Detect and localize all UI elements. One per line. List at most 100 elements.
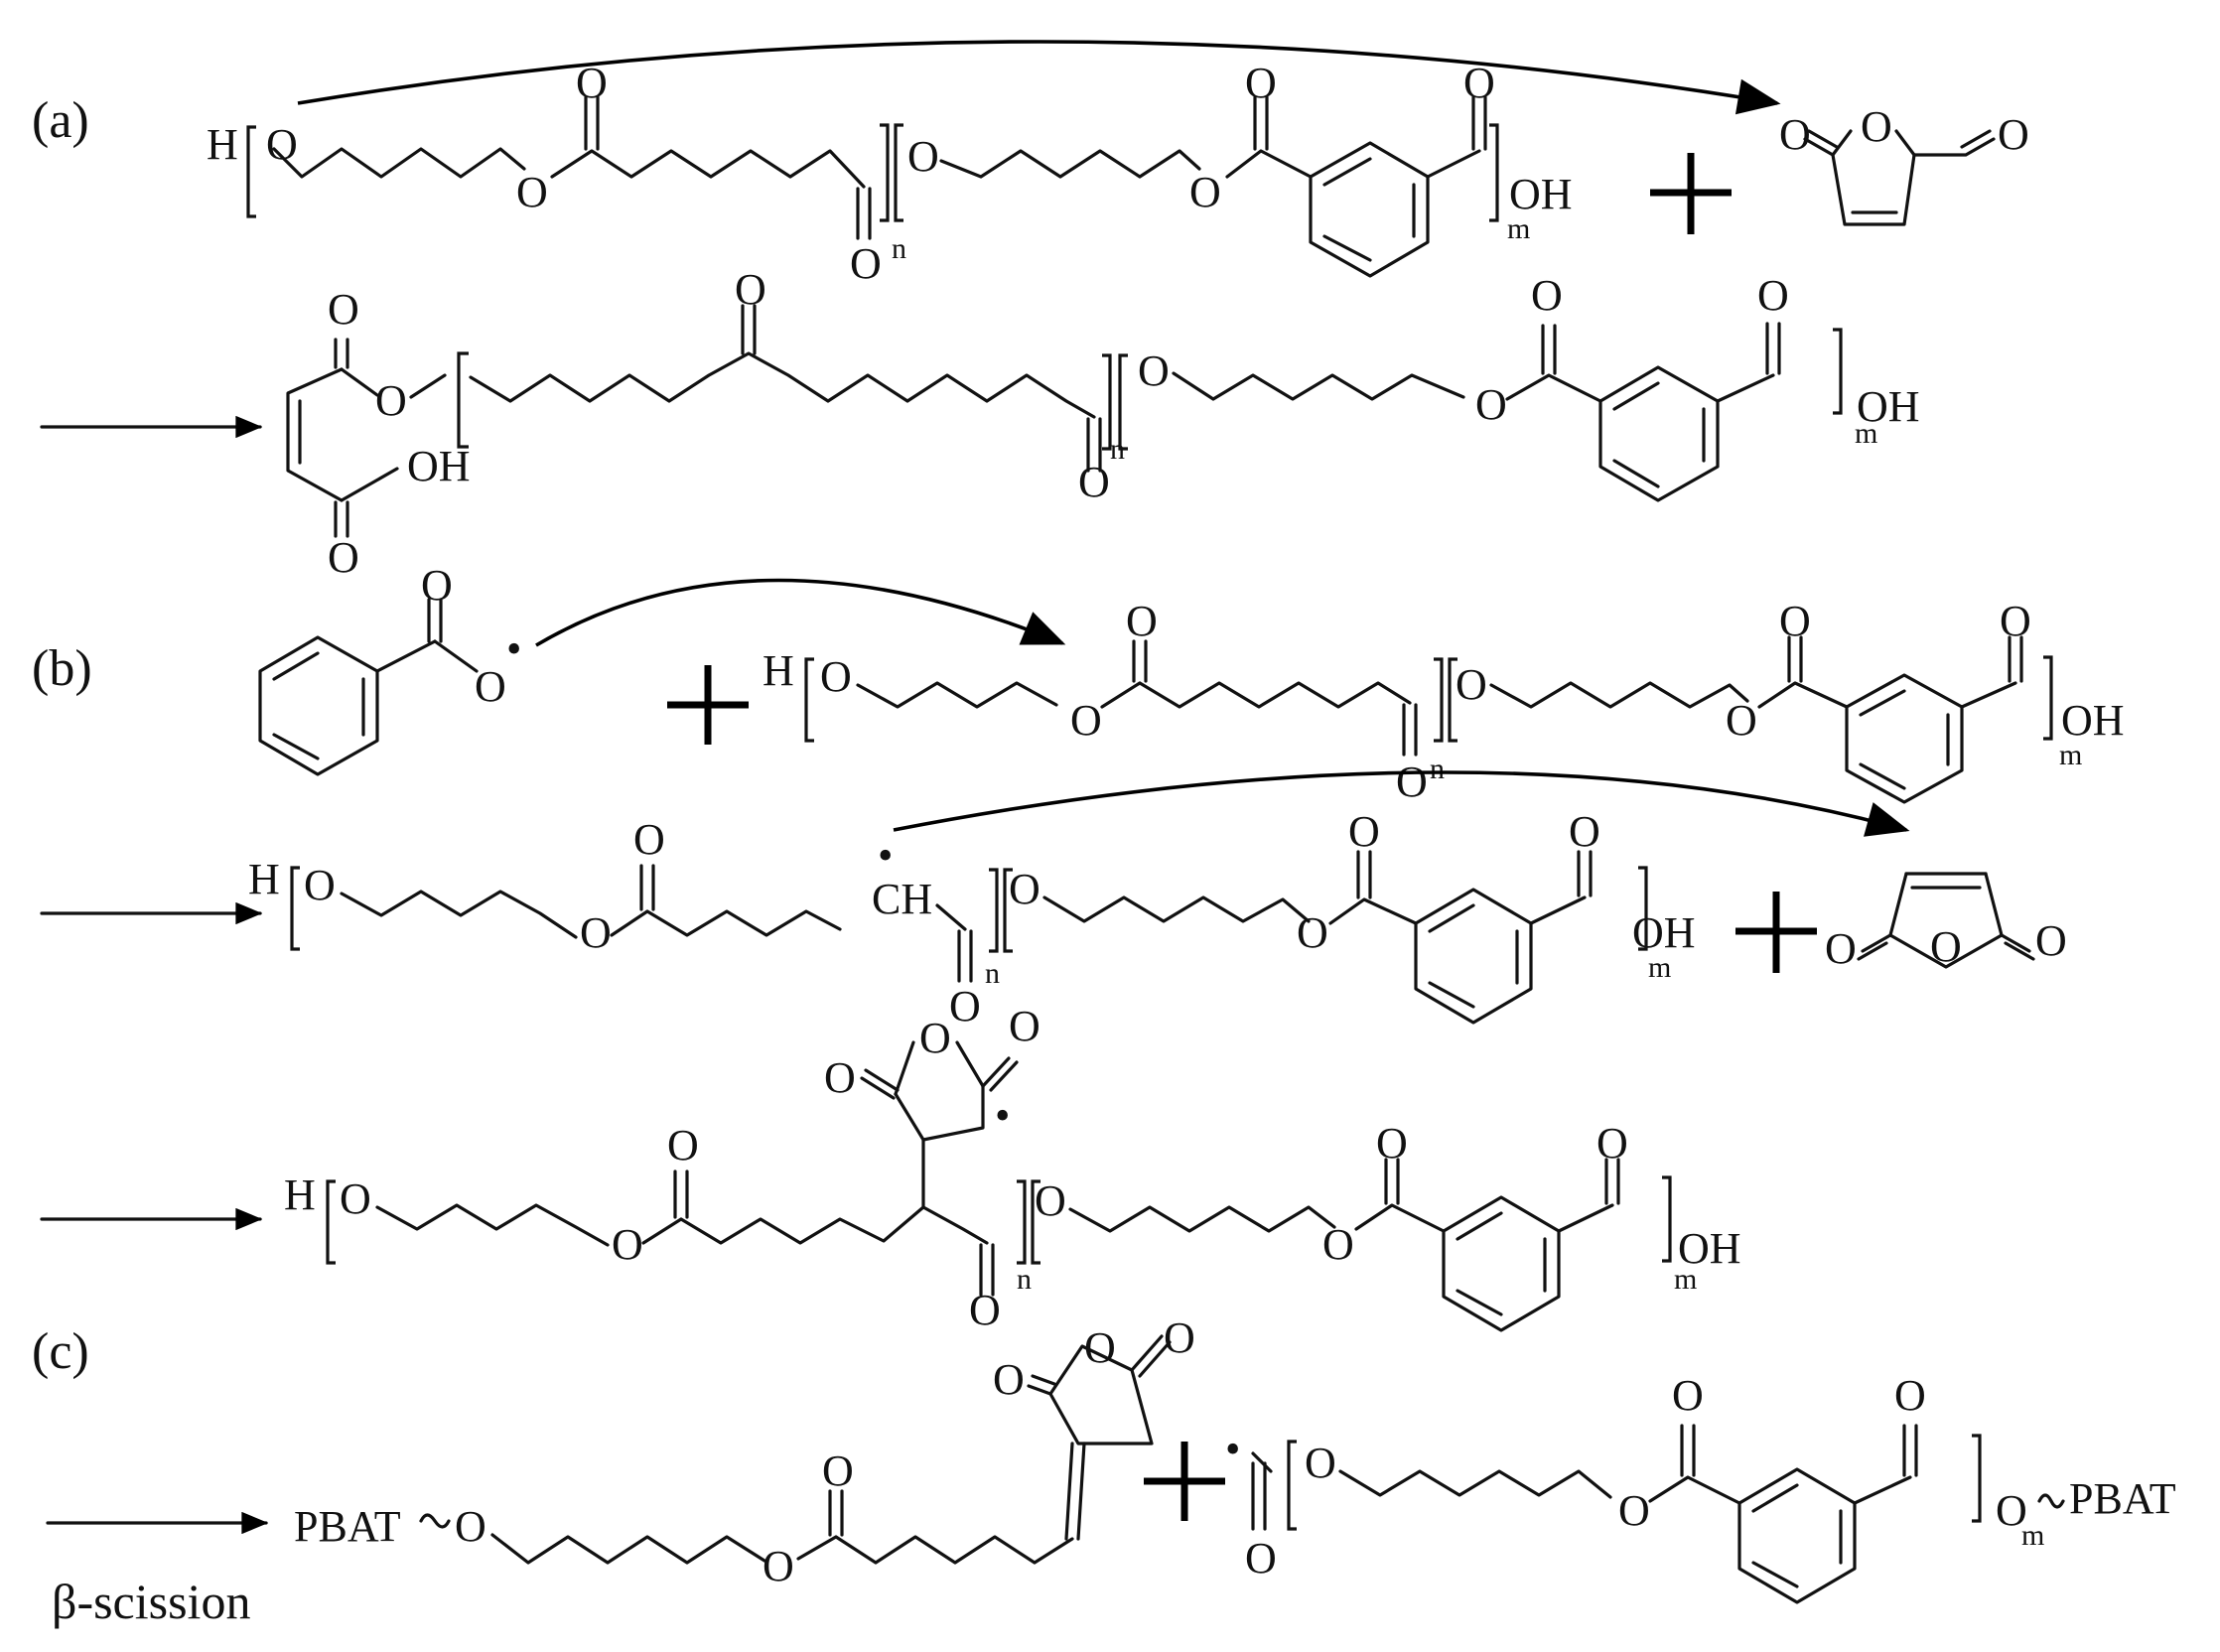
- svg-text:m: m: [1648, 951, 1671, 984]
- svg-text:O: O: [824, 1053, 856, 1102]
- svg-text:O: O: [2035, 916, 2067, 965]
- maleic-anhydride-1: O O O: [1779, 102, 2029, 226]
- row6-scission-product-2: O O O O O O m PBAT: [1245, 1371, 2176, 1604]
- plus-sign-2: [667, 665, 749, 745]
- row5-grafted-radical: O O O • H O O O O n O O O O OH m: [284, 1002, 1741, 1334]
- svg-text:H: H: [248, 855, 280, 903]
- panel-label-a: (a): [32, 92, 89, 149]
- svg-text:O: O: [580, 908, 612, 957]
- svg-text:PBAT: PBAT: [2069, 1474, 2176, 1523]
- svg-text:O: O: [850, 239, 882, 288]
- svg-text:O: O: [633, 815, 665, 864]
- svg-text:O: O: [375, 376, 407, 425]
- plus-sign-1: [1650, 153, 1732, 234]
- svg-text:O: O: [1035, 1176, 1066, 1225]
- svg-text:O: O: [304, 861, 336, 909]
- svg-text:OH: OH: [1632, 908, 1696, 957]
- svg-text:OH: OH: [1509, 170, 1573, 218]
- svg-text:H: H: [207, 120, 238, 169]
- beta-scission-label: β-scission: [52, 1574, 250, 1629]
- svg-text:O: O: [822, 1446, 854, 1495]
- svg-text:O: O: [340, 1174, 371, 1223]
- svg-text:n: n: [1017, 1263, 1032, 1296]
- svg-text:O: O: [1297, 908, 1328, 957]
- svg-text:O: O: [1463, 59, 1495, 107]
- svg-text:O: O: [993, 1355, 1025, 1404]
- svg-text:O: O: [1930, 922, 1962, 971]
- svg-text:O: O: [1596, 1119, 1628, 1168]
- svg-text:O: O: [1475, 380, 1507, 429]
- svg-text:O: O: [1825, 924, 1857, 973]
- svg-text:O: O: [1861, 102, 1892, 151]
- svg-text:m: m: [2021, 1519, 2044, 1552]
- panel-label-b: (b): [32, 640, 92, 697]
- svg-text:O: O: [1376, 1119, 1408, 1168]
- svg-text:O: O: [1996, 1486, 2027, 1535]
- svg-text:O: O: [1998, 110, 2029, 159]
- svg-text:O: O: [1138, 346, 1170, 395]
- svg-text:O: O: [1726, 696, 1757, 745]
- benzoyloxy-radical: O O •: [258, 561, 521, 776]
- svg-text:O: O: [1126, 597, 1158, 645]
- plus-sign-4: [1144, 1442, 1225, 1521]
- svg-text:H: H: [284, 1170, 316, 1219]
- svg-text:O: O: [949, 982, 981, 1031]
- svg-text:O: O: [820, 652, 852, 701]
- row3-pbat-chain: H O O O O n O O O O OH m: [763, 597, 2125, 806]
- svg-text:O: O: [1245, 59, 1277, 107]
- svg-text:CH: CH: [872, 875, 932, 923]
- svg-text:O: O: [1084, 1323, 1116, 1372]
- row4-radical-chain: H O O O • CH O n O O O O OH m: [248, 807, 1696, 1031]
- svg-text:O: O: [1618, 1486, 1650, 1535]
- plus-sign-3: [1735, 892, 1817, 973]
- panel-label-c: (c): [32, 1323, 89, 1380]
- svg-text:O: O: [1779, 110, 1811, 159]
- svg-text:O: O: [907, 132, 939, 181]
- svg-text:O: O: [1009, 1002, 1041, 1050]
- svg-text:O: O: [1569, 807, 1600, 856]
- svg-text:O: O: [1322, 1220, 1354, 1269]
- svg-text:O: O: [1894, 1371, 1926, 1420]
- svg-text:O: O: [1078, 458, 1110, 506]
- svg-text:O: O: [2000, 597, 2031, 645]
- arrow-curve-3: [893, 770, 1910, 837]
- svg-text:OH: OH: [1678, 1224, 1741, 1273]
- svg-text:O: O: [1189, 168, 1221, 216]
- svg-text:O: O: [1009, 865, 1041, 913]
- row2-maleic-grafted-chain: O O OH O O O n O O O O OH m: [286, 265, 1920, 582]
- svg-text:n: n: [892, 232, 906, 265]
- svg-text:O: O: [516, 168, 548, 216]
- svg-text:O: O: [763, 1542, 794, 1590]
- svg-text:OH: OH: [2061, 696, 2125, 745]
- svg-text:O: O: [1164, 1313, 1195, 1362]
- svg-text:•: •: [506, 624, 521, 673]
- svg-text:n: n: [985, 957, 1000, 990]
- svg-text:PBAT: PBAT: [294, 1502, 401, 1551]
- svg-text:OH: OH: [407, 442, 471, 490]
- svg-text:H: H: [763, 646, 794, 695]
- svg-text:m: m: [1507, 212, 1530, 245]
- row6-scission-product-1: PBAT O O O O O O: [294, 1313, 1195, 1590]
- svg-text:O: O: [1348, 807, 1380, 856]
- svg-text:O: O: [1245, 1534, 1277, 1583]
- svg-text:O: O: [328, 285, 359, 334]
- svg-text:•: •: [995, 1091, 1010, 1140]
- arrow-curve-2: [535, 578, 1066, 647]
- svg-text:O: O: [1456, 660, 1487, 709]
- svg-text:O: O: [475, 662, 506, 711]
- svg-text:O: O: [919, 1014, 951, 1062]
- svg-text:n: n: [1430, 753, 1445, 785]
- svg-text:OH: OH: [1857, 382, 1920, 431]
- svg-text:O: O: [421, 561, 453, 610]
- svg-text:m: m: [2059, 739, 2082, 771]
- radical-dot-acyl: •: [1225, 1425, 1240, 1473]
- svg-text:O: O: [735, 265, 766, 314]
- row1-pbat-chain: H O O O O n O O O O OH m: [207, 59, 1573, 288]
- svg-text:O: O: [1757, 271, 1789, 320]
- svg-text:•: •: [878, 831, 893, 880]
- svg-text:O: O: [1305, 1439, 1336, 1487]
- svg-text:O: O: [1070, 696, 1102, 745]
- svg-text:O: O: [1779, 597, 1811, 645]
- svg-text:O: O: [1672, 1371, 1704, 1420]
